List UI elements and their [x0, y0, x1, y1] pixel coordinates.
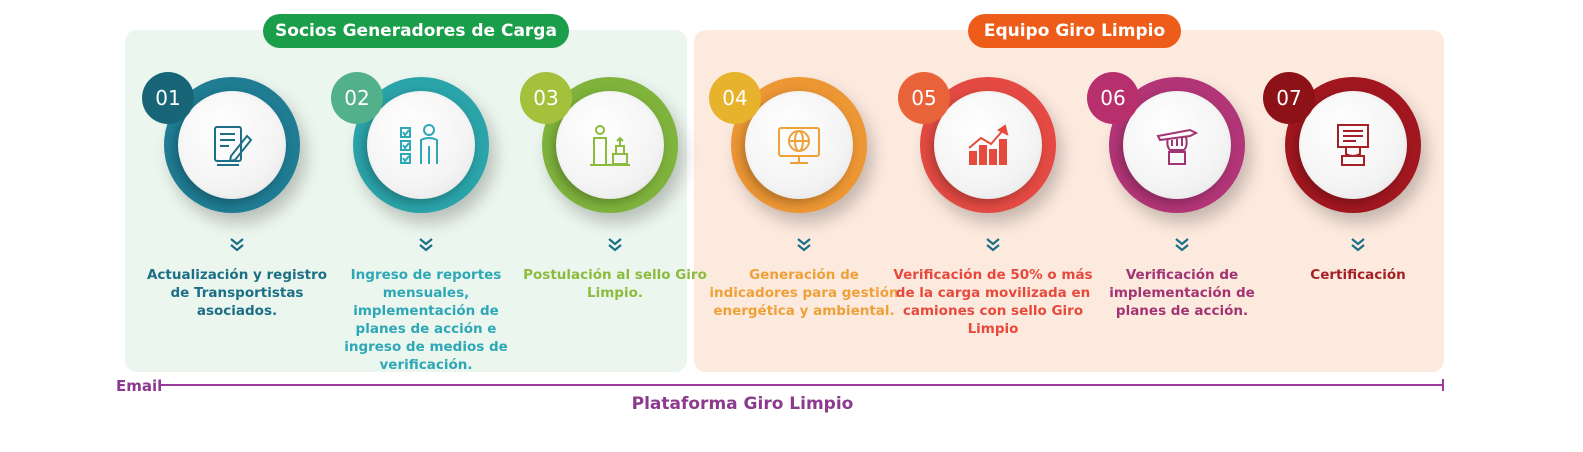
step-description: Postulación al sello Giro Limpio. — [523, 267, 707, 301]
step-icon-circle — [367, 91, 475, 199]
checklist-person-icon — [400, 124, 438, 164]
step-icon-circle — [934, 91, 1042, 199]
step-icon-circle — [178, 91, 286, 199]
podium-icon — [590, 125, 630, 166]
globe-monitor-icon — [778, 127, 820, 164]
step-01: 01 Actualización y registro de Transport… — [142, 72, 332, 372]
step-06: 06 Verificación de implementación de pla… — [1087, 72, 1277, 372]
step-number-badge: 01 — [142, 72, 194, 124]
hand-pen-icon — [1156, 128, 1199, 165]
step-icon-circle — [1123, 91, 1231, 199]
step-04: 04 Generación de indicadores para gestió… — [709, 72, 899, 372]
step-icon-circle — [556, 91, 664, 199]
step-number-badge: 02 — [331, 72, 383, 124]
step-07: 07 Certificación — [1263, 72, 1453, 372]
document-edit-icon — [214, 126, 253, 166]
timeline-platform-label: Plataforma Giro Limpio — [631, 394, 854, 414]
timeline-line — [160, 384, 1443, 386]
step-icon-circle — [1299, 91, 1407, 199]
step-number-badge: 06 — [1087, 72, 1139, 124]
step-description: Verificación de 50% o más de la carga mo… — [893, 267, 1093, 337]
chevron-down-icon — [1351, 238, 1365, 252]
certificate-hand-icon — [1337, 124, 1369, 166]
step-05: 05 Verificación de 50% o más de la carga… — [893, 72, 1093, 372]
step-icon-circle — [745, 91, 853, 199]
chevron-down-icon — [230, 238, 244, 252]
team-title: Equipo Giro Limpio — [968, 14, 1181, 48]
step-03: 03 Postulación al sello Giro Limpio. — [520, 72, 710, 372]
timeline-start-label: Email — [116, 377, 163, 395]
chevron-down-icon — [797, 238, 811, 252]
step-description: Certificación — [1310, 267, 1406, 283]
timeline-end-tick — [1442, 379, 1444, 391]
chevron-down-icon — [1175, 238, 1189, 252]
step-number-badge: 05 — [898, 72, 950, 124]
step-number-badge: 03 — [520, 72, 572, 124]
growth-chart-icon — [968, 124, 1009, 165]
chevron-down-icon — [419, 238, 433, 252]
chevron-down-icon — [608, 238, 622, 252]
step-02: 02 Ingreso de reportes mensuales, implem… — [331, 72, 521, 373]
step-number-badge: 04 — [709, 72, 761, 124]
step-description: Actualización y registro de Transportist… — [146, 267, 328, 319]
step-description: Generación de indicadores para gestión e… — [709, 267, 899, 319]
step-number-badge: 07 — [1263, 72, 1315, 124]
partners-title: Socios Generadores de Carga — [263, 14, 569, 48]
step-description: Verificación de implementación de planes… — [1109, 267, 1255, 319]
chevron-down-icon — [986, 238, 1000, 252]
step-description: Ingreso de reportes mensuales, implement… — [344, 267, 508, 373]
